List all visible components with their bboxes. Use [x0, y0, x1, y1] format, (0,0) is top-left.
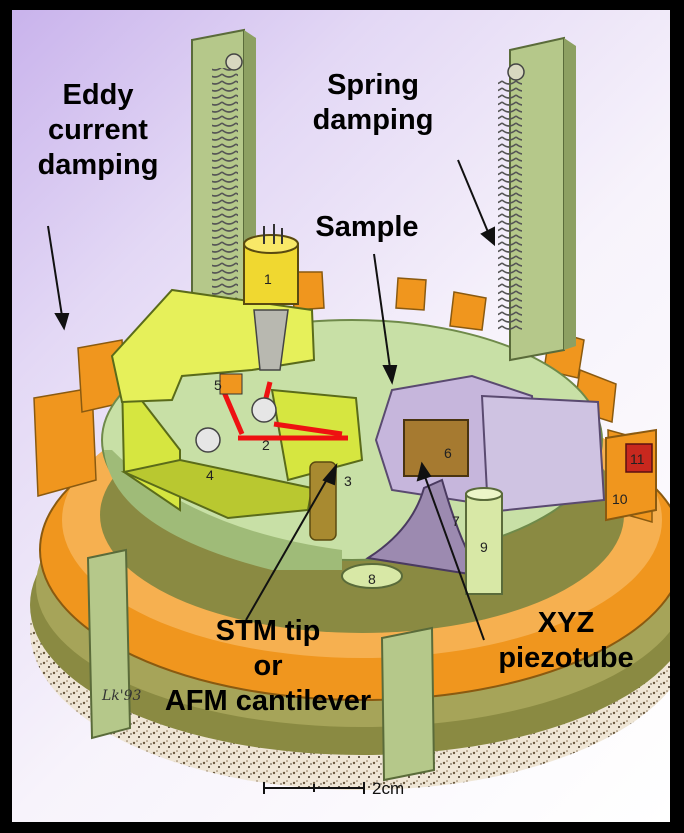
artist-signature: Lk'93: [101, 688, 142, 704]
eddy-line-3: damping: [37, 149, 159, 181]
column-nine: [465, 487, 503, 595]
part-number-1: 1: [264, 271, 272, 287]
part-number-8: 8: [368, 571, 376, 587]
spring-line-2: damping: [312, 104, 434, 136]
tip-line-2: or: [253, 650, 283, 682]
part-number-7: 7: [452, 513, 460, 529]
label-xyz-piezotube: XYZ piezotube: [486, 606, 646, 676]
tip-line-3: AFM cantilever: [164, 685, 372, 717]
piezo-line-2: piezotube: [498, 642, 634, 674]
part-number-3: 3: [344, 473, 352, 489]
scale-bar-label: 2cm: [372, 779, 404, 798]
spring-line-1: Spring: [327, 69, 419, 101]
part-number-2: 2: [262, 437, 270, 453]
front-shield-right: [380, 626, 436, 782]
support-post-right: [498, 36, 576, 362]
part-number-10: 10: [612, 491, 628, 507]
part-number-4: 4: [206, 467, 214, 483]
box-ten: [605, 428, 657, 522]
laser-beam: [221, 381, 348, 441]
connector-eight: [341, 563, 403, 589]
tip-line-1: STM tip: [215, 615, 321, 647]
part-number-5: 5: [214, 377, 222, 393]
diagram-canvas: 1 2 3 4 5 6 7 8 9 10 11 Lk'93 2cm Eddy c…: [12, 10, 670, 822]
part-number-9: 9: [480, 539, 488, 555]
label-stm-tip-or-afm-cantilever: STM tip or AFM cantilever: [138, 614, 398, 719]
scale-bar: 2cm: [263, 779, 404, 798]
eddy-line-1: Eddy: [62, 79, 134, 111]
label-eddy-current-damping: Eddy current damping: [18, 78, 178, 183]
front-shield-left: [86, 548, 132, 740]
label-spring-damping: Spring damping: [298, 68, 448, 138]
sample-stage: [365, 374, 606, 578]
motor-cylinder: [243, 224, 299, 371]
stm-afm-illustration: 1 2 3 4 5 6 7 8 9 10 11 Lk'93 2cm: [30, 28, 670, 798]
label-arrows: [47, 159, 495, 641]
part-number-11: 11: [630, 451, 645, 467]
piezo-line-1: XYZ: [537, 607, 595, 639]
part-numbers: 1 2 3 4 5 6 7 8 9 10 11: [206, 271, 645, 587]
eddy-line-2: current: [48, 114, 148, 146]
label-sample: Sample: [315, 211, 419, 243]
part-number-6: 6: [444, 445, 452, 461]
